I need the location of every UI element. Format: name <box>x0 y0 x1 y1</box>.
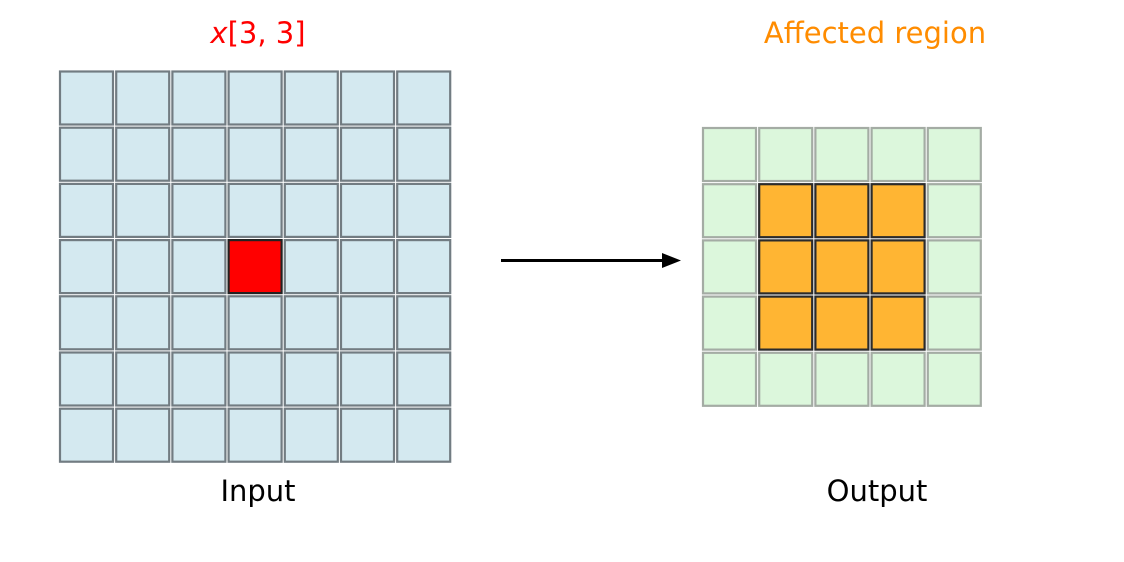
output-cell-affected <box>814 239 870 295</box>
output-cell <box>701 239 758 295</box>
input-cell <box>396 182 452 238</box>
input-cell <box>171 239 227 295</box>
output-cell-affected <box>814 183 870 239</box>
input-cell <box>227 407 283 463</box>
output-cell <box>870 126 926 183</box>
output-cell <box>926 239 982 295</box>
output-cell <box>758 126 814 183</box>
input-cell <box>283 295 339 351</box>
input-cell <box>283 70 339 126</box>
output-cell-affected <box>870 295 926 351</box>
input-cell <box>58 239 115 295</box>
input-cell <box>115 407 171 463</box>
input-cell <box>58 182 115 238</box>
input-cell <box>339 295 396 351</box>
output-cell <box>926 351 982 407</box>
output-cell <box>758 351 814 407</box>
input-cell <box>115 239 171 295</box>
output-cell-affected <box>758 239 814 295</box>
output-cell <box>870 351 926 407</box>
input-cell <box>171 182 227 238</box>
input-cell <box>396 295 452 351</box>
output-cell <box>701 126 758 183</box>
input-cell-highlighted <box>227 239 283 295</box>
output-cell <box>926 295 982 351</box>
output-cell <box>814 126 870 183</box>
input-cell <box>227 70 283 126</box>
input-cell <box>227 295 283 351</box>
input-cell <box>396 70 452 126</box>
input-cell <box>171 70 227 126</box>
output-cell-affected <box>758 183 814 239</box>
input-cell <box>58 70 115 126</box>
input-cell <box>227 351 283 407</box>
output-cell <box>926 183 982 239</box>
input-cell <box>115 295 171 351</box>
input-cell <box>396 351 452 407</box>
output-cell <box>701 351 758 407</box>
input-cell <box>283 126 339 182</box>
input-cell <box>283 407 339 463</box>
input-cell <box>339 126 396 182</box>
output-cell-affected <box>758 295 814 351</box>
input-cell <box>339 351 396 407</box>
input-cell <box>171 407 227 463</box>
input-cell <box>227 126 283 182</box>
input-cell <box>339 239 396 295</box>
input-cell <box>396 239 452 295</box>
input-cell <box>115 351 171 407</box>
mapping-arrow <box>501 253 681 268</box>
input-cell <box>115 126 171 182</box>
output-cell-affected <box>870 239 926 295</box>
input-cell <box>339 407 396 463</box>
input-cell <box>396 407 452 463</box>
input-cell <box>58 351 115 407</box>
output-grid <box>701 126 982 407</box>
input-cell <box>58 407 115 463</box>
input-grid <box>58 70 452 463</box>
input-caption: Input <box>220 474 296 508</box>
output-title: Affected region <box>763 16 987 50</box>
input-cell <box>283 351 339 407</box>
input-cell <box>396 126 452 182</box>
input-cell <box>58 126 115 182</box>
input-cell <box>171 126 227 182</box>
input-cell <box>58 295 115 351</box>
input-cell <box>171 351 227 407</box>
output-cell <box>701 183 758 239</box>
input-cell <box>227 182 283 238</box>
output-cell <box>926 126 982 183</box>
input-cell <box>283 182 339 238</box>
input-cell <box>171 295 227 351</box>
input-cell <box>339 182 396 238</box>
input-cell <box>115 182 171 238</box>
input-cell <box>115 70 171 126</box>
input-cell <box>339 70 396 126</box>
output-cell <box>701 295 758 351</box>
input-title-index: [3, 3] <box>227 16 306 50</box>
input-title: x[3, 3] <box>210 16 305 50</box>
input-cell <box>283 239 339 295</box>
arrow-head <box>662 253 681 268</box>
output-cell <box>814 351 870 407</box>
output-cell-affected <box>870 183 926 239</box>
output-cell-affected <box>814 295 870 351</box>
output-caption: Output <box>826 474 928 508</box>
input-title-variable: x <box>210 16 228 50</box>
